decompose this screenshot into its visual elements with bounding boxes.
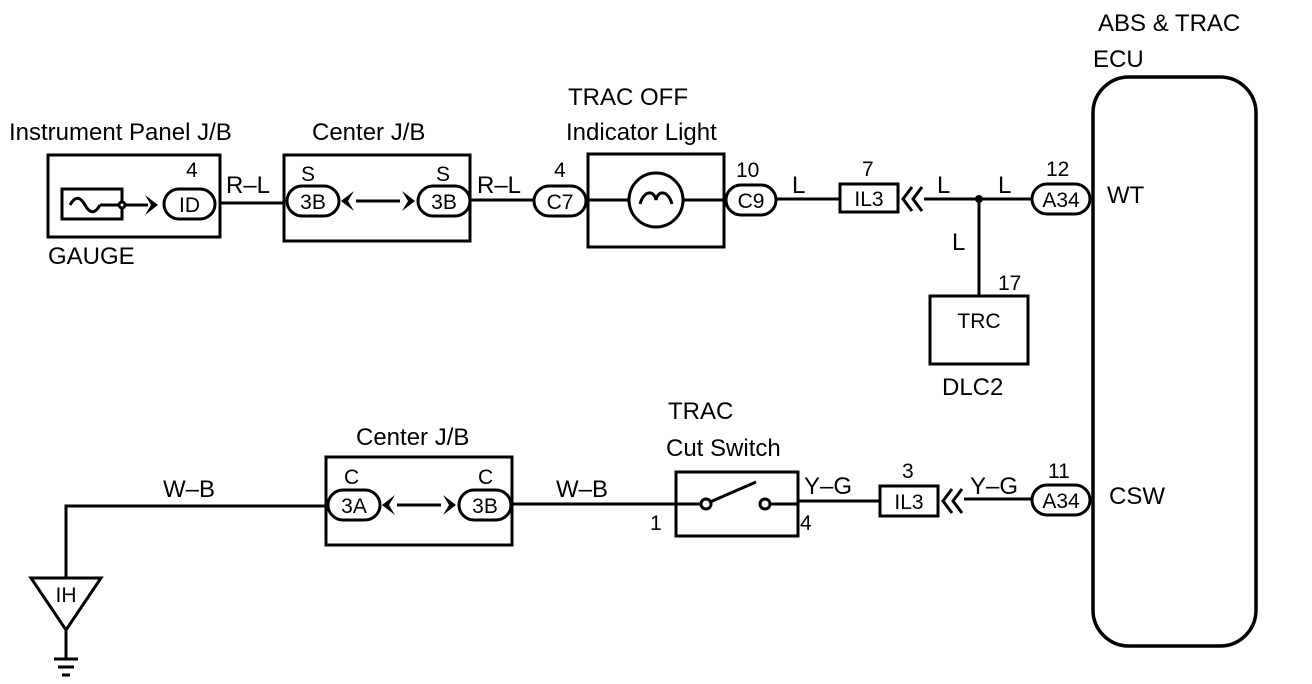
wire-label-l-1: L [792,172,805,199]
switch-blade [709,480,757,504]
center-jb-bottom-terminal-left: C [344,466,359,489]
wire-label-wb-2: W–B [556,476,608,503]
connector-c7-pin: 4 [554,159,566,182]
wire-label-yg-2: Y–G [970,473,1018,500]
abs-trac-ecu [1091,75,1258,648]
indicator-bulb [627,171,685,229]
trac-cut-switch-title-line2: Cut Switch [666,435,781,462]
center-jb-bottom-arrow-right [443,495,456,515]
wire-label-yg-1: Y–G [804,473,852,500]
connector-id-pin: 4 [186,159,198,182]
switch-pin-left: 1 [650,512,662,535]
connector-c7-label: C7 [547,191,574,214]
trac-cut-switch-title-line1: TRAC [668,398,733,425]
connector-id [162,187,217,221]
gauge-terminal-dot [117,200,127,210]
dlc2 [928,294,1030,366]
center-jb-top-arrow-left [341,191,354,211]
il3-top-pin: 7 [862,158,874,181]
wire-label-l-3: L [998,172,1011,199]
dlc2-label: DLC2 [942,374,1003,401]
wire-ground-to-center-jb [64,504,326,578]
connector-a34-bottom-label: A34 [1042,490,1080,513]
ecu-pin-wt: WT [1107,182,1145,209]
center-jb-top-terminal-left: S [301,163,315,186]
connector-3b-top-left [285,184,341,218]
il3-bottom-pin: 3 [902,460,914,483]
gauge-fuse-symbol [68,196,102,214]
connector-3a-label: 3A [341,495,367,518]
center-jb-top-terminal-right: S [436,163,450,186]
indicator-bulb-filament [638,191,674,205]
wire-label-rl-1: R–L [226,172,270,199]
il3-top-connector-symbol [901,186,924,212]
connector-il3-top [838,182,900,214]
a34-top-pin: 12 [1046,158,1069,181]
center-jb-top-arrow-right [402,191,415,211]
center-jb-bottom-arrow-left [382,495,395,515]
connector-a34-top-label: A34 [1042,189,1080,212]
center-jb-bottom-terminal-right: C [478,466,493,489]
ecu-title-line2: ECU [1093,46,1144,73]
center-jb-top-title: Center J/B [312,119,425,146]
switch-contact-right [758,497,772,511]
wire-label-wb-1: W–B [163,476,215,503]
connector-3a [326,488,382,522]
wire-label-rl-2: R–L [477,172,521,199]
connector-3b-bottom-label: 3B [472,495,498,518]
switch-contact-left [699,497,713,511]
il3-bottom-connector-symbol [941,488,964,514]
gauge-label: GAUGE [48,243,135,270]
trac-off-title-line1: TRAC OFF [568,84,688,111]
wire-label-l-2: L [937,172,950,199]
ecu-pin-csw: CSW [1109,483,1165,510]
connector-il3-bottom-label: IL3 [894,491,923,514]
connector-il3-top-label: IL3 [854,188,883,211]
dlc2-terminal: TRC [957,310,1000,333]
connector-a34-bottom [1030,483,1092,517]
ground-ih-label: IH [56,584,77,607]
connector-3b-top-right-label: 3B [431,191,457,214]
connector-3b-top-left-label: 3B [300,191,326,214]
instrument-panel-jb-title: Instrument Panel J/B [9,119,232,146]
connector-c7 [532,184,588,218]
center-jb-bottom-title: Center J/B [356,424,469,451]
dlc2-pin: 17 [998,272,1021,295]
connector-3b-bottom [457,488,513,522]
connector-il3-bottom [878,484,940,518]
instrument-panel-jb [46,153,222,239]
connector-c9-pin: 10 [736,159,759,182]
trac-off-title-line2: Indicator Light [566,119,717,146]
switch-pin-right: 4 [800,512,812,535]
connector-c9-label: C9 [738,190,765,213]
gauge-connector-arrow [145,195,158,215]
ecu-title-line1: ABS & TRAC [1098,10,1240,37]
connector-a34-top [1030,182,1092,216]
wire-label-l-4: L [952,229,965,256]
a34-bottom-pin: 11 [1048,460,1070,483]
connector-id-label: ID [179,194,200,217]
